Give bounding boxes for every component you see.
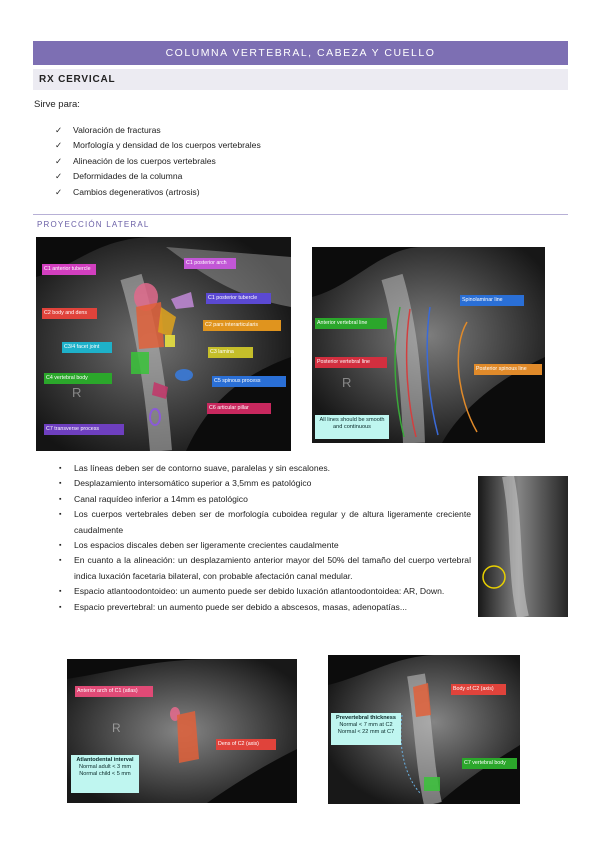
xray-image	[478, 476, 568, 617]
box-title: Prevertebral thickness	[335, 715, 396, 721]
prevertebral-box: Prevertebral thickness Normal < 7 mm at …	[331, 713, 401, 745]
label-posterior-vertebral-line: Posterior vertebral line	[315, 357, 387, 368]
side-marker: R	[342, 375, 352, 390]
label-anterior-arch-c1: Anterior arch of C1 (atlas)	[75, 686, 153, 697]
list-item: Los espacios discales deben ser ligerame…	[57, 538, 471, 554]
box-line: Normal child < 5 mm	[79, 771, 131, 777]
label-posterior-spinous-line: Posterior spinous line	[474, 364, 542, 375]
box-line: Normal < 7 mm at C2	[339, 722, 393, 728]
check-icon: ✓	[55, 186, 63, 197]
list-item: ✓Alineación de los cuerpos vertebrales	[55, 154, 261, 169]
box-line: Normal adult < 3 mm	[78, 764, 132, 770]
label-c6-articular-pillar: C6 articular pillar	[207, 403, 271, 414]
list-item: ✓Morfología y densidad de los cuerpos ve…	[55, 138, 261, 153]
page-title: COLUMNA VERTEBRAL, CABEZA Y CUELLO	[33, 41, 568, 65]
check-icon: ✓	[55, 140, 63, 151]
note-lines-smooth: All lines should be smooth and continuou…	[315, 415, 389, 439]
list-item: En cuanto a la alineación: un desplazami…	[57, 553, 471, 584]
label-anterior-vertebral-line: Anterior vertebral line	[315, 318, 387, 329]
list-item: Canal raquídeo inferior a 14mm es patoló…	[57, 492, 471, 508]
check-icon: ✓	[55, 155, 63, 166]
side-marker: R	[112, 721, 121, 735]
check-icon: ✓	[55, 171, 63, 182]
xray-figure-lines: R Spinolaminar line Anterior vertebral l…	[312, 247, 545, 443]
xray-figure-small	[478, 476, 568, 617]
list-item: Espacio prevertebral: un aumento puede s…	[57, 600, 485, 616]
label-c3-lamina: C3 lamina	[208, 347, 253, 358]
list-item: ✓Deformidades de la columna	[55, 169, 261, 184]
label-c7-transverse-process: C7 transverse process	[44, 424, 124, 435]
xray-image	[312, 247, 545, 443]
divider	[33, 214, 568, 215]
side-marker: R	[72, 385, 82, 400]
list-item: ✓Valoración de fracturas	[55, 123, 261, 138]
uses-list: ✓Valoración de fracturas ✓Morfología y d…	[55, 123, 261, 200]
list-item: Desplazamiento intersomático superior a …	[57, 476, 471, 492]
label-c7-vertebral-body: C7 vertebral body	[462, 758, 517, 769]
label-c1-anterior-tubercle: C1 anterior tubercle	[42, 264, 96, 275]
xray-figure-anatomy: R C1 anterior tubercle C1 posterior arch…	[36, 237, 291, 451]
label-c2-body-and-dens: C2 body and dens	[42, 308, 97, 319]
highlight-circle	[482, 565, 506, 589]
list-item: Las líneas deben ser de contorno suave, …	[57, 461, 485, 477]
xray-image	[36, 237, 291, 451]
intro-text: Sirve para:	[34, 99, 80, 110]
list-item: Espacio atlantoodontoideo: un aumento pu…	[57, 584, 471, 600]
subsection-heading: PROYECCIÓN LATERAL	[37, 220, 150, 229]
label-c3-4-facet-joint: C3/4 facet joint	[62, 342, 112, 353]
xray-figure-atlantodental: R Anterior arch of C1 (atlas) Dens of C2…	[67, 659, 297, 803]
label-c2-pars-interarticularis: C2 pars interarticularis	[203, 320, 281, 331]
criteria-list: Las líneas deben ser de contorno suave, …	[57, 461, 471, 615]
list-item: ✓Cambios degenerativos (artrosis)	[55, 185, 261, 200]
label-c5-spinous-process: C5 spinous process	[212, 376, 286, 387]
section-heading: RX CERVICAL	[33, 69, 568, 90]
xray-figure-prevertebral: Body of C2 (axis) C7 vertebral body Prev…	[328, 655, 520, 804]
label-dens-c2: Dens of C2 (axis)	[216, 739, 276, 750]
box-line: Normal < 22 mm at C7	[337, 729, 395, 735]
label-body-c2: Body of C2 (axis)	[451, 684, 506, 695]
label-spinolaminar-line: Spinolaminar line	[460, 295, 524, 306]
check-icon: ✓	[55, 125, 63, 135]
atlantodental-box: Atlantodental interval Normal adult < 3 …	[71, 755, 139, 793]
label-c4-vertebral-body: C4 vertebral body	[44, 373, 112, 384]
label-c1-posterior-arch: C1 posterior arch	[184, 258, 236, 269]
label-c1-posterior-tubercle: C1 posterior tubercle	[206, 293, 271, 304]
box-title: Atlantodental interval	[76, 757, 134, 763]
list-item: Los cuerpos vertebrales deben ser de mor…	[57, 507, 471, 538]
